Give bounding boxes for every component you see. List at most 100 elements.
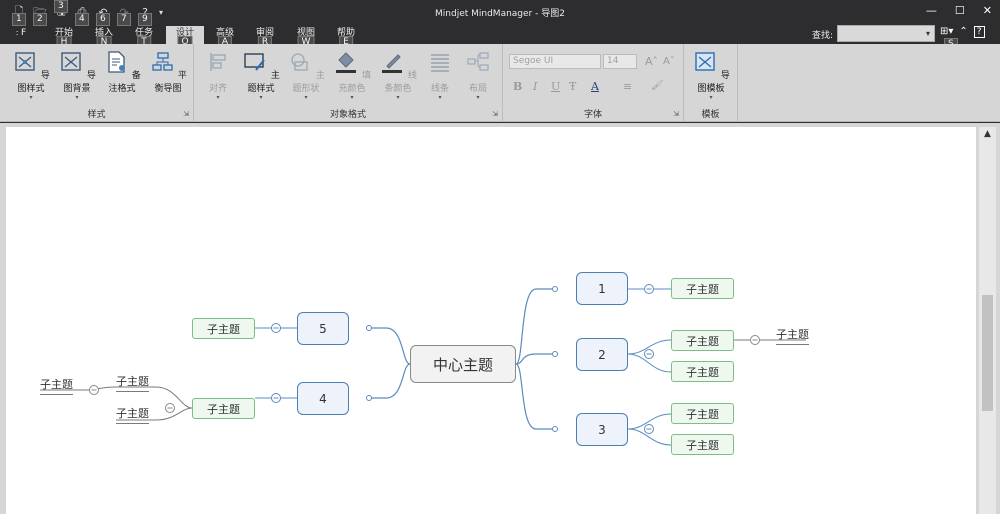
sub-topic[interactable]: 子主题 xyxy=(192,318,255,339)
print-icon[interactable]: ⎙4 xyxy=(73,4,91,26)
main-topic-2[interactable]: 2 xyxy=(576,338,628,371)
tab-label: 视图 xyxy=(296,28,315,38)
open-icon[interactable]: 🗁2 xyxy=(33,4,47,26)
keytip: 4 xyxy=(75,13,89,26)
button-label: 导图模板 xyxy=(697,71,730,94)
undo-icon[interactable]: ↶6 xyxy=(94,4,112,26)
topic-shape-button[interactable]: 主题形状▾ xyxy=(286,50,326,102)
sub-topic[interactable]: 子主题 xyxy=(671,278,734,299)
connector-line xyxy=(116,386,193,409)
new-document-icon[interactable]: 🗋1 xyxy=(10,4,28,26)
help-icon[interactable]: ?9 xyxy=(136,4,154,26)
fill-color-button[interactable]: 填充颜色▾ xyxy=(332,50,372,102)
main-topic-1[interactable]: 1 xyxy=(576,272,628,305)
dialog-launcher-icon[interactable]: ⇲ xyxy=(183,110,189,118)
main-topic-3[interactable]: 3 xyxy=(576,413,628,446)
help-icon[interactable]: ? xyxy=(973,26,985,38)
connector-dot xyxy=(552,286,558,292)
layout-button[interactable]: 布局▾ xyxy=(462,50,494,102)
topic-style-button[interactable]: 主题样式▾ xyxy=(240,50,282,102)
sub-topic[interactable]: 子主题 xyxy=(671,361,734,382)
connector-line xyxy=(369,363,411,399)
grow-font-icon[interactable]: Aˆ xyxy=(645,55,659,68)
map-style-button[interactable]: 导图样式▾ xyxy=(8,50,54,102)
sub-topic[interactable]: 子主题 xyxy=(40,376,73,395)
scroll-up-icon[interactable]: ▲ xyxy=(984,129,991,139)
minimize-button[interactable]: — xyxy=(925,4,937,17)
tab-label: 帮助 xyxy=(336,28,355,38)
tab-label: 开始 xyxy=(54,28,73,38)
sub-topic[interactable]: 子主题 xyxy=(192,398,255,419)
button-label: 主题形状 xyxy=(292,71,325,94)
connector-line xyxy=(369,327,411,365)
balance-map-button[interactable]: 平衡导图 xyxy=(146,50,190,94)
align-button[interactable]: 对齐▾ xyxy=(202,50,234,102)
sub-topic[interactable]: 子主题 xyxy=(776,326,809,345)
window-controls: — ☐ ✕ xyxy=(926,4,992,17)
shrink-font-icon[interactable]: Aˇ xyxy=(663,56,675,67)
redo-icon[interactable]: ↷7 xyxy=(115,4,133,26)
notes-format-button[interactable]: 备注格式 xyxy=(102,50,142,94)
map-template-button[interactable]: 导图模板▾ xyxy=(688,50,734,102)
sub-topic[interactable]: 子主题 xyxy=(116,373,149,392)
sub-topic[interactable]: 子主题 xyxy=(671,330,734,351)
line-color-button[interactable]: 线条颜色▾ xyxy=(378,50,418,102)
font-name-select[interactable]: Segoe UI xyxy=(509,54,601,69)
connector-line xyxy=(627,339,672,355)
chevron-down-icon[interactable]: ▾ xyxy=(926,29,931,38)
clear-format-icon[interactable]: 🖌 xyxy=(651,80,664,91)
align-text-button[interactable]: ≡ xyxy=(623,80,633,93)
sub-topic[interactable]: 子主题 xyxy=(671,434,734,455)
connector-lines xyxy=(40,284,806,446)
font-color-button[interactable]: A xyxy=(591,80,599,93)
close-button[interactable]: ✕ xyxy=(982,4,992,17)
central-topic[interactable]: 中心主题 xyxy=(410,345,516,383)
vertical-scrollbar[interactable]: ▲ xyxy=(979,127,996,514)
save-icon[interactable]: 🖫3 xyxy=(52,0,70,20)
align-icon xyxy=(210,53,226,71)
connector-dot xyxy=(366,325,372,331)
main-topic-5[interactable]: 5 xyxy=(297,312,349,345)
map-canvas[interactable]: 中心主题 1 2 3 4 5 子主题 子主题 子主题 子主题 子主题 子主题 子… xyxy=(6,127,976,514)
topic-shape-icon xyxy=(291,53,308,71)
keytip: 2 xyxy=(33,13,47,26)
search-input[interactable] xyxy=(837,25,935,42)
connector-line xyxy=(515,363,555,430)
scrollbar-thumb[interactable] xyxy=(982,295,993,411)
mindjet-files-icon[interactable]: ⊞▾ xyxy=(940,26,954,37)
ribbon: 导图样式▾ 导图背景▾ 备注格式 平衡导图 样式 ⇲ 对齐▾ xyxy=(0,44,1000,122)
tab-file[interactable]: : F xyxy=(15,28,27,38)
tab-label: 审阅 xyxy=(255,28,274,38)
main-topic-4[interactable]: 4 xyxy=(297,382,349,415)
italic-button[interactable]: I xyxy=(533,80,538,93)
bold-button[interactable]: B xyxy=(513,80,523,93)
dialog-launcher-icon[interactable]: ⇲ xyxy=(492,110,498,118)
sub-topic[interactable]: 子主题 xyxy=(671,403,734,424)
sub-topic[interactable]: 子主题 xyxy=(116,405,149,424)
search-label: 查找: xyxy=(812,31,834,41)
collapse-ribbon-icon[interactable]: ⌃ xyxy=(959,26,968,37)
line-button[interactable]: 线条▾ xyxy=(424,50,456,102)
customize-qat-icon[interactable]: ▾ xyxy=(158,7,163,17)
dropdown-caret-icon: ▾ xyxy=(304,94,308,101)
dialog-launcher-icon[interactable]: ⇲ xyxy=(673,110,679,118)
group-label: 对象格式 xyxy=(329,110,366,120)
button-label: 导图背景 xyxy=(63,71,96,94)
right-tools: ⊞▾ ⌃ ? S xyxy=(940,26,985,51)
maximize-button[interactable]: ☐ xyxy=(954,4,965,17)
font-size-select[interactable]: 14 xyxy=(603,54,637,69)
keytip: 1 xyxy=(12,13,26,26)
map-background-button[interactable]: 导图背景▾ xyxy=(56,50,98,102)
map-template-icon xyxy=(695,52,715,71)
strikethrough-button[interactable]: Ŧ xyxy=(569,80,577,93)
underline-button[interactable]: U xyxy=(551,80,561,93)
